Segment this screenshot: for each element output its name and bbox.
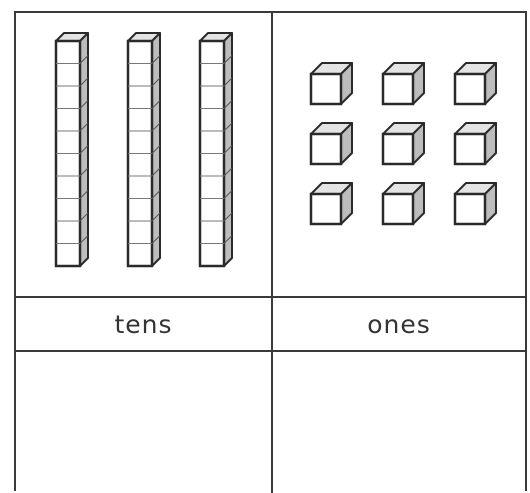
column-divider	[271, 13, 273, 493]
tens-blocks-cell	[16, 13, 271, 296]
tens-blocks	[54, 32, 233, 268]
ten-rod	[54, 32, 89, 268]
ones-label: ones	[367, 309, 431, 339]
unit-cube	[309, 62, 353, 106]
unit-cube	[381, 182, 425, 226]
ones-blocks-cell	[273, 13, 525, 296]
unit-cube	[453, 122, 497, 166]
unit-cube	[381, 62, 425, 106]
unit-cube	[453, 62, 497, 106]
ones-answer-box[interactable]	[273, 352, 525, 493]
unit-cube	[309, 122, 353, 166]
ones-blocks	[309, 62, 497, 226]
row-divider-blocks-labels	[16, 296, 525, 298]
unit-cube	[381, 122, 425, 166]
tens-label: tens	[114, 309, 173, 339]
ten-rod	[198, 32, 233, 268]
unit-cube	[309, 182, 353, 226]
tens-answer-box[interactable]	[16, 352, 271, 493]
place-value-chart: tens ones	[14, 11, 527, 493]
row-divider-labels-answers	[16, 350, 525, 352]
ten-rod	[126, 32, 161, 268]
unit-cube	[453, 182, 497, 226]
